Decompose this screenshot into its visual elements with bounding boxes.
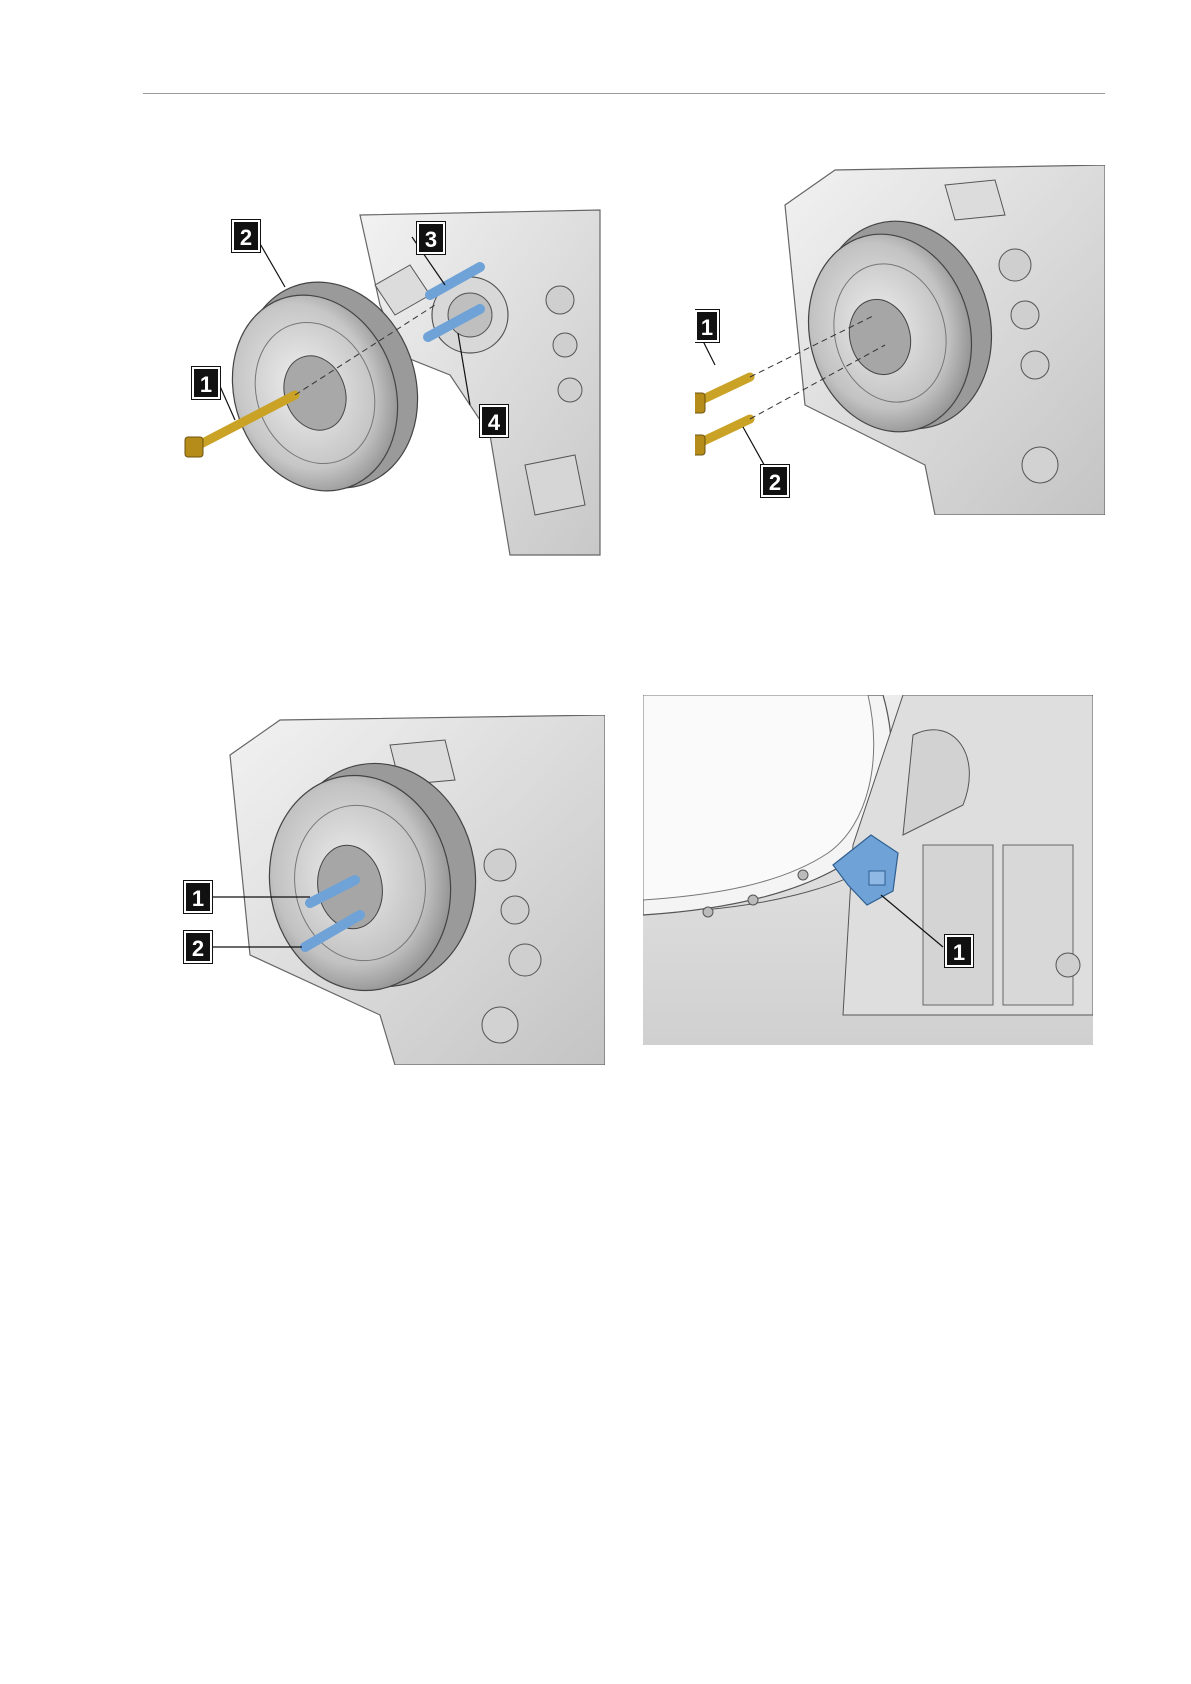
callout-1: 1 [945,935,973,967]
callout-1: 1 [695,310,719,342]
gold-bolt [695,377,750,413]
figure-3: 1 2 [180,715,605,1065]
callout-1: 1 [184,881,212,913]
callout-3: 3 [417,222,445,254]
figure-1: 1 2 3 4 [180,205,605,560]
figure-3-drawing [180,715,605,1065]
figure-4: 1 [643,695,1093,1045]
header-rule [143,93,1105,94]
callout-2: 2 [232,220,260,252]
callout-1: 1 [192,367,220,399]
callout-4: 4 [480,405,508,437]
callout-2: 2 [184,931,212,963]
callout-2: 2 [761,465,789,497]
figure-2-drawing [695,165,1105,515]
figure-2: 1 2 [695,165,1105,515]
figure-4-drawing [643,695,1093,1045]
figure-1-drawing [180,205,605,560]
gold-bolt [695,419,750,455]
